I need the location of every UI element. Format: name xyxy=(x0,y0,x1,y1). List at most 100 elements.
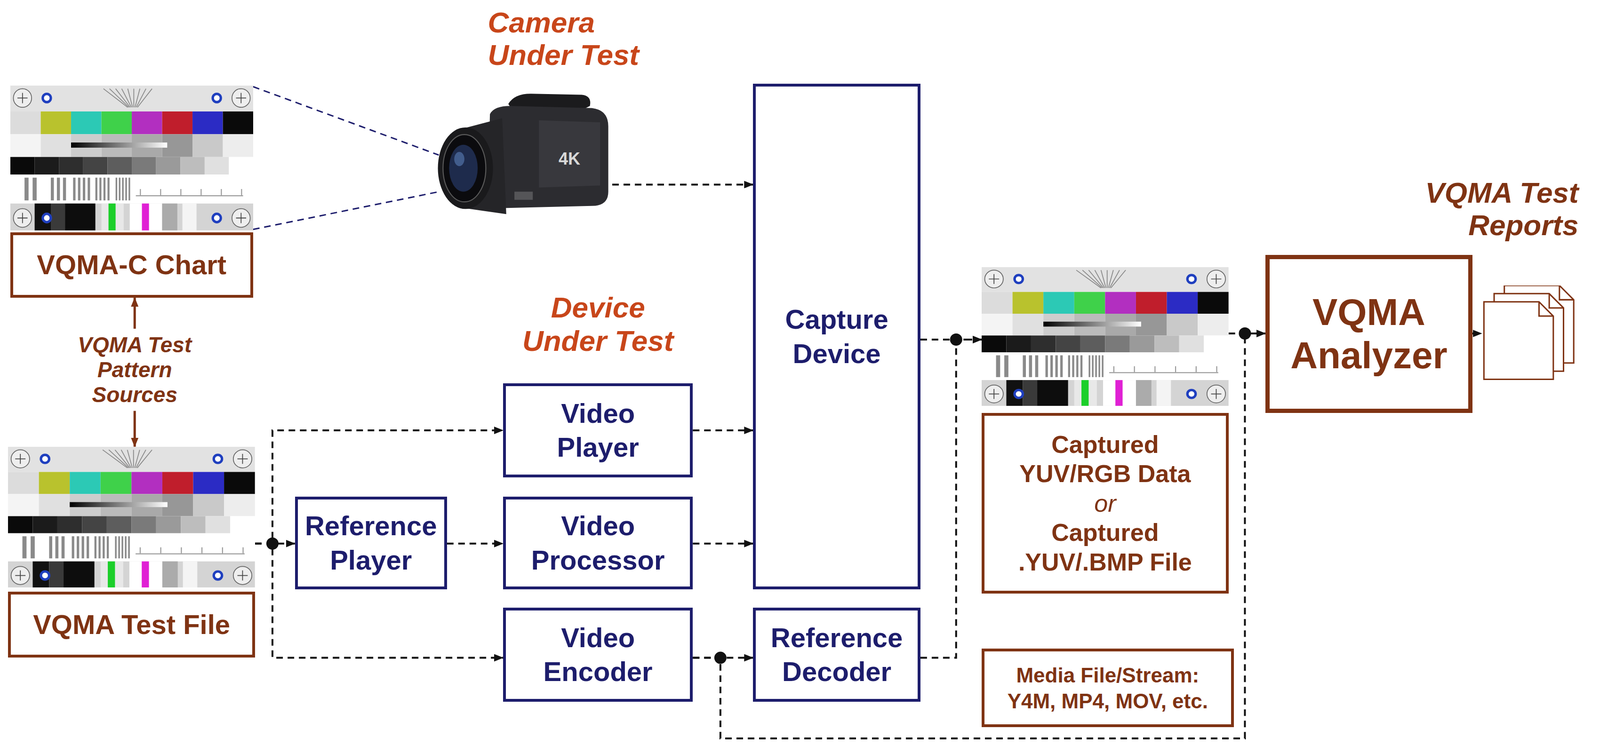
chart-patch xyxy=(131,111,163,135)
chart-patch xyxy=(34,157,59,175)
chart-patch xyxy=(22,536,27,559)
chart-target xyxy=(984,270,1004,288)
chart-patch xyxy=(118,536,120,559)
chart-patch xyxy=(1115,380,1123,407)
chart-target-cross xyxy=(1211,274,1222,285)
dashed-connector xyxy=(612,183,753,186)
chart-patch xyxy=(162,561,178,588)
chart-patch xyxy=(135,553,245,555)
label-box: Captured YUV/RGB DataorCaptured .YUV/.BM… xyxy=(981,413,1229,594)
chart-patch xyxy=(1081,380,1089,407)
chart-patch xyxy=(64,203,96,231)
chart-patch xyxy=(981,267,1229,407)
chart-patch xyxy=(1175,366,1176,373)
chart-patch xyxy=(107,177,110,201)
chart-patch xyxy=(1055,335,1080,353)
chart-line xyxy=(133,449,135,468)
node-label: Reference Decoder xyxy=(760,621,913,690)
junction-dot xyxy=(1238,327,1251,340)
chart-patch xyxy=(1101,355,1104,378)
chart-patch xyxy=(107,561,115,588)
reports-icon xyxy=(1481,285,1579,383)
chart-patch xyxy=(71,111,102,135)
chart-patch xyxy=(1080,355,1083,378)
chart-patch xyxy=(24,177,29,201)
node-label: Reference Player xyxy=(302,509,440,578)
chart-patch xyxy=(82,177,86,201)
chart-patch xyxy=(1080,335,1105,353)
chart-patch xyxy=(155,157,181,175)
chart-target-cross xyxy=(15,570,26,581)
chart-patch xyxy=(101,111,132,135)
chart-patch xyxy=(1203,335,1229,353)
chart-patch xyxy=(1068,355,1071,378)
chart-patch xyxy=(121,536,124,559)
chart-patch xyxy=(224,494,256,517)
chart-patch xyxy=(981,267,1229,293)
junction-dot xyxy=(714,652,727,665)
chart-patch xyxy=(135,195,243,197)
chart-patch xyxy=(83,157,108,175)
camera-under-test: Camera Under Test xyxy=(428,91,613,225)
chart-patch xyxy=(1154,366,1156,373)
chart-patch xyxy=(63,177,66,201)
chart-line xyxy=(1101,270,1106,288)
chart-patch xyxy=(1037,380,1069,407)
chart-patch xyxy=(192,111,224,135)
label-box: VQMA Test File xyxy=(8,592,256,659)
chart-patch xyxy=(224,472,256,495)
chart-line xyxy=(137,449,152,468)
test-chart-picture xyxy=(10,85,254,231)
chart-patch xyxy=(39,494,71,517)
chart-patch xyxy=(87,177,90,201)
chart-patch xyxy=(107,157,132,175)
chart-patch xyxy=(115,177,117,201)
process-box: Reference Player xyxy=(295,496,448,590)
spacer xyxy=(981,406,1229,414)
chart-target xyxy=(11,449,30,468)
chart-ring xyxy=(212,94,221,103)
chart-patch xyxy=(10,174,254,204)
chart-patch xyxy=(81,536,85,559)
chart-patch xyxy=(192,134,224,157)
chart-patch xyxy=(1104,292,1136,314)
chart-patch xyxy=(106,536,109,559)
camera-body xyxy=(487,106,608,209)
chart-patch xyxy=(139,547,141,554)
chart-target xyxy=(1207,385,1226,404)
chart-patch xyxy=(121,177,124,201)
chart-patch xyxy=(1136,292,1168,314)
chart-ring xyxy=(1014,275,1023,284)
chart-ring xyxy=(214,571,223,580)
report-fold xyxy=(1559,285,1574,300)
junction-dot xyxy=(266,537,279,551)
chart-line xyxy=(137,88,152,108)
chart-target-cross xyxy=(15,454,26,464)
chart-patch xyxy=(58,157,84,175)
test-reports: VQMA Test Reports xyxy=(1481,285,1579,383)
chart-patch xyxy=(1103,380,1136,407)
chart-patch xyxy=(8,447,256,472)
chart-patch xyxy=(106,516,132,534)
chart-line xyxy=(103,88,128,108)
node-label: Video Processor xyxy=(520,509,676,578)
chart-patch xyxy=(981,292,1013,314)
chart-patch xyxy=(160,547,162,554)
chart-patch xyxy=(98,536,101,559)
chart-patch xyxy=(996,355,1001,378)
chart-line xyxy=(127,449,133,468)
chart-patch xyxy=(86,536,89,559)
chart-patch xyxy=(1091,355,1094,378)
chart-patch xyxy=(129,203,162,231)
chart-line xyxy=(109,88,129,108)
chart-patch xyxy=(1035,355,1039,378)
chart-target-cross xyxy=(235,213,247,224)
chart-target xyxy=(13,88,32,108)
chart-target-cross xyxy=(1211,389,1222,400)
node-label: or xyxy=(993,488,1217,519)
chart-patch xyxy=(100,561,124,588)
chart-patch xyxy=(131,157,157,175)
chart-patch xyxy=(32,561,50,588)
chart-patch xyxy=(981,313,1013,336)
